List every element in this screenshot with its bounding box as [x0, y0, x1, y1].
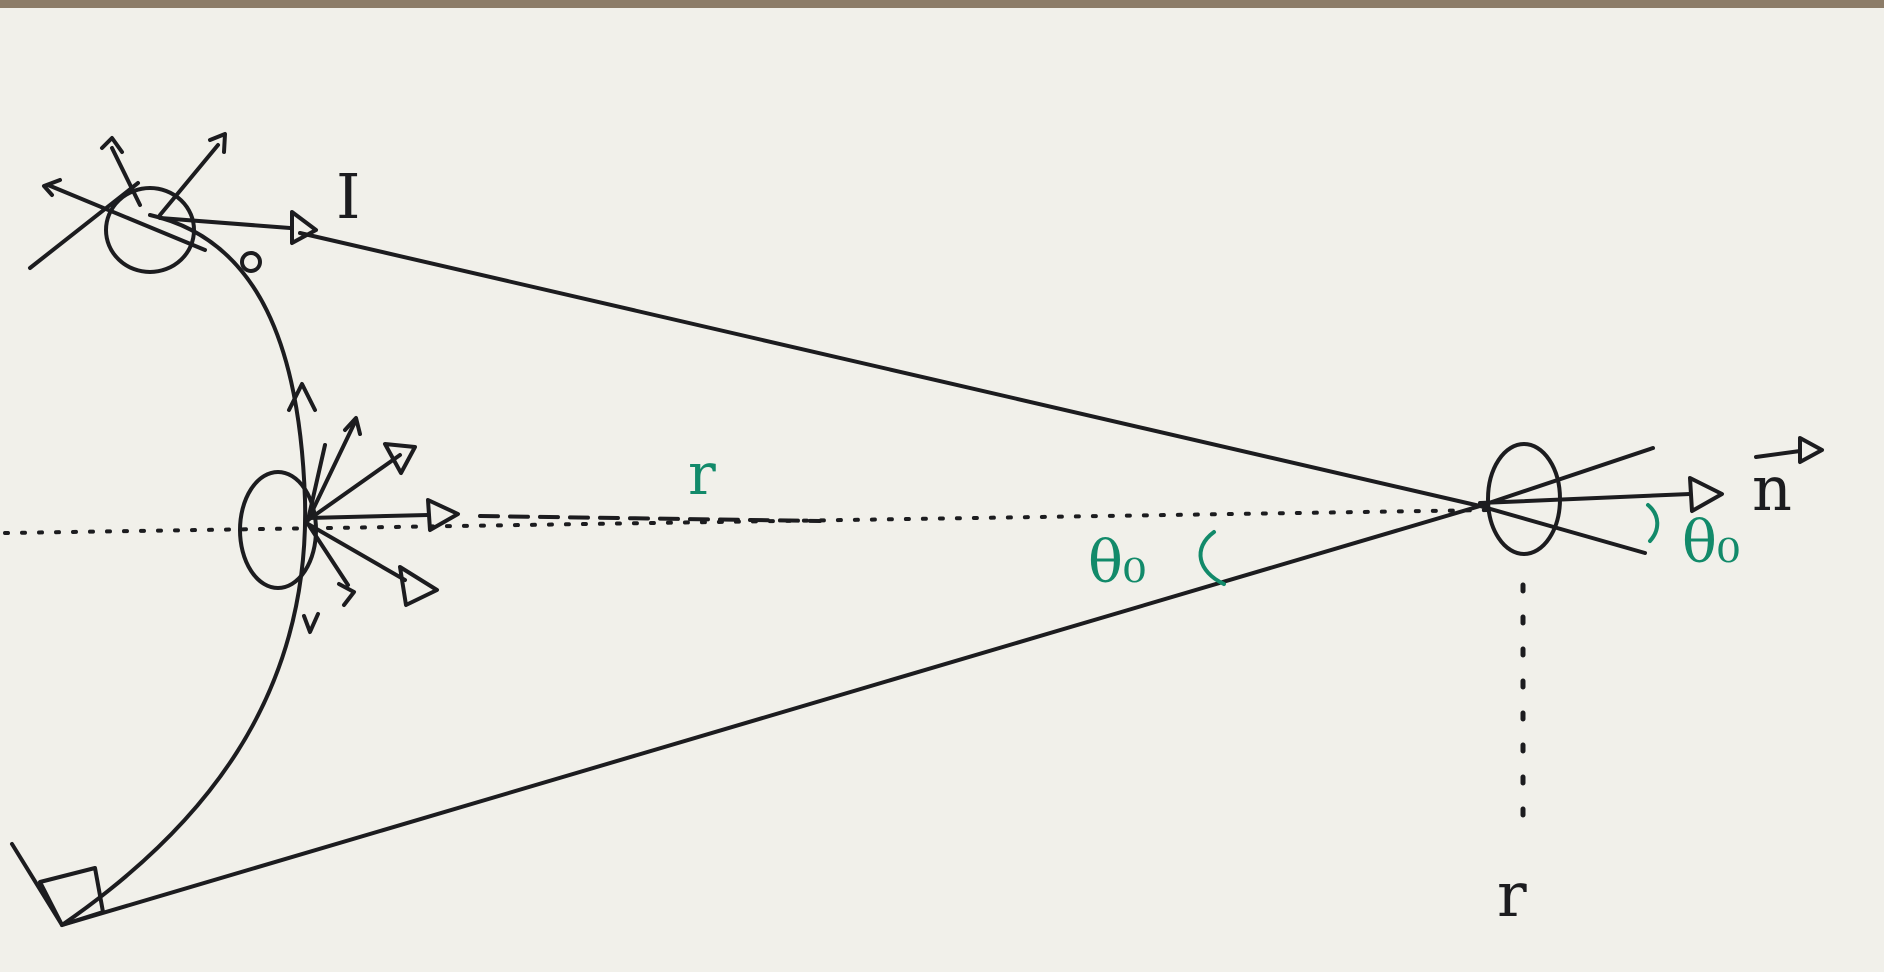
upper-line-of-sight: [298, 231, 1482, 508]
middle-arrowhead-right: [426, 498, 460, 532]
angle-arc-left: [1198, 530, 1226, 586]
top-emitter: [28, 132, 318, 274]
normal-vector-bar-arrowhead: [1798, 436, 1824, 464]
radius-horizontal-label: r: [688, 440, 716, 508]
middle-arrow-up: [343, 416, 362, 436]
angle-left-label: θ₀: [1088, 528, 1146, 596]
angle-right-label: θ₀: [1682, 508, 1740, 576]
top-emitter-arrow-left: [42, 178, 62, 197]
trajectory-arrowhead-lower: [302, 612, 320, 634]
right-angle-tick: [10, 842, 64, 927]
receiver-ray-down: [1478, 504, 1647, 555]
middle-emitter: [238, 416, 460, 607]
middle-arrowhead-upper-right: [383, 442, 417, 475]
top-emitter-arrow-up-left: [100, 136, 124, 154]
middle-arrowhead-lower-right: [398, 565, 439, 607]
top-emitter-arrowhead-right: [290, 210, 318, 245]
top-emitter-ray-right: [158, 216, 292, 230]
top-emitter-ray-up-left: [110, 146, 142, 207]
trajectory-arrowhead-upper: [287, 382, 317, 412]
lower-line-of-sight: [60, 504, 1482, 927]
normal-vector-bar: [1754, 449, 1802, 459]
top-emitter-diagonal: [28, 181, 140, 270]
angle-arc-right: [1646, 503, 1660, 543]
normal-vector-label: n: [1752, 452, 1792, 525]
curved-trajectory: [60, 213, 308, 927]
intensity-label: I: [336, 160, 361, 233]
receiver-ray-up: [1478, 446, 1655, 508]
middle-ray-up-short: [306, 443, 327, 522]
middle-ray-down: [306, 522, 350, 587]
top-emitter-ray-up-right: [158, 143, 220, 217]
top-emitter-stroke-a: [46, 183, 207, 252]
paper-shadow-edge: [0, 0, 1884, 8]
top-emitter-arrow-up-right: [208, 132, 227, 154]
right-receiver: [1478, 442, 1724, 556]
top-emitter-ellipse: [104, 186, 196, 274]
middle-arrow-down: [337, 582, 356, 607]
middle-ray-lower-right: [306, 522, 407, 582]
receiver-normal-arrowhead: [1688, 476, 1724, 513]
middle-ray-up: [306, 420, 357, 522]
receiver-normal-line: [1478, 492, 1692, 505]
trajectory-small-loop: [240, 251, 262, 273]
middle-ray-right: [306, 513, 430, 520]
radius-dashed-segment: [478, 514, 822, 523]
middle-ray-upper-right: [306, 453, 402, 522]
radius-vertical-label: r: [1497, 858, 1527, 931]
